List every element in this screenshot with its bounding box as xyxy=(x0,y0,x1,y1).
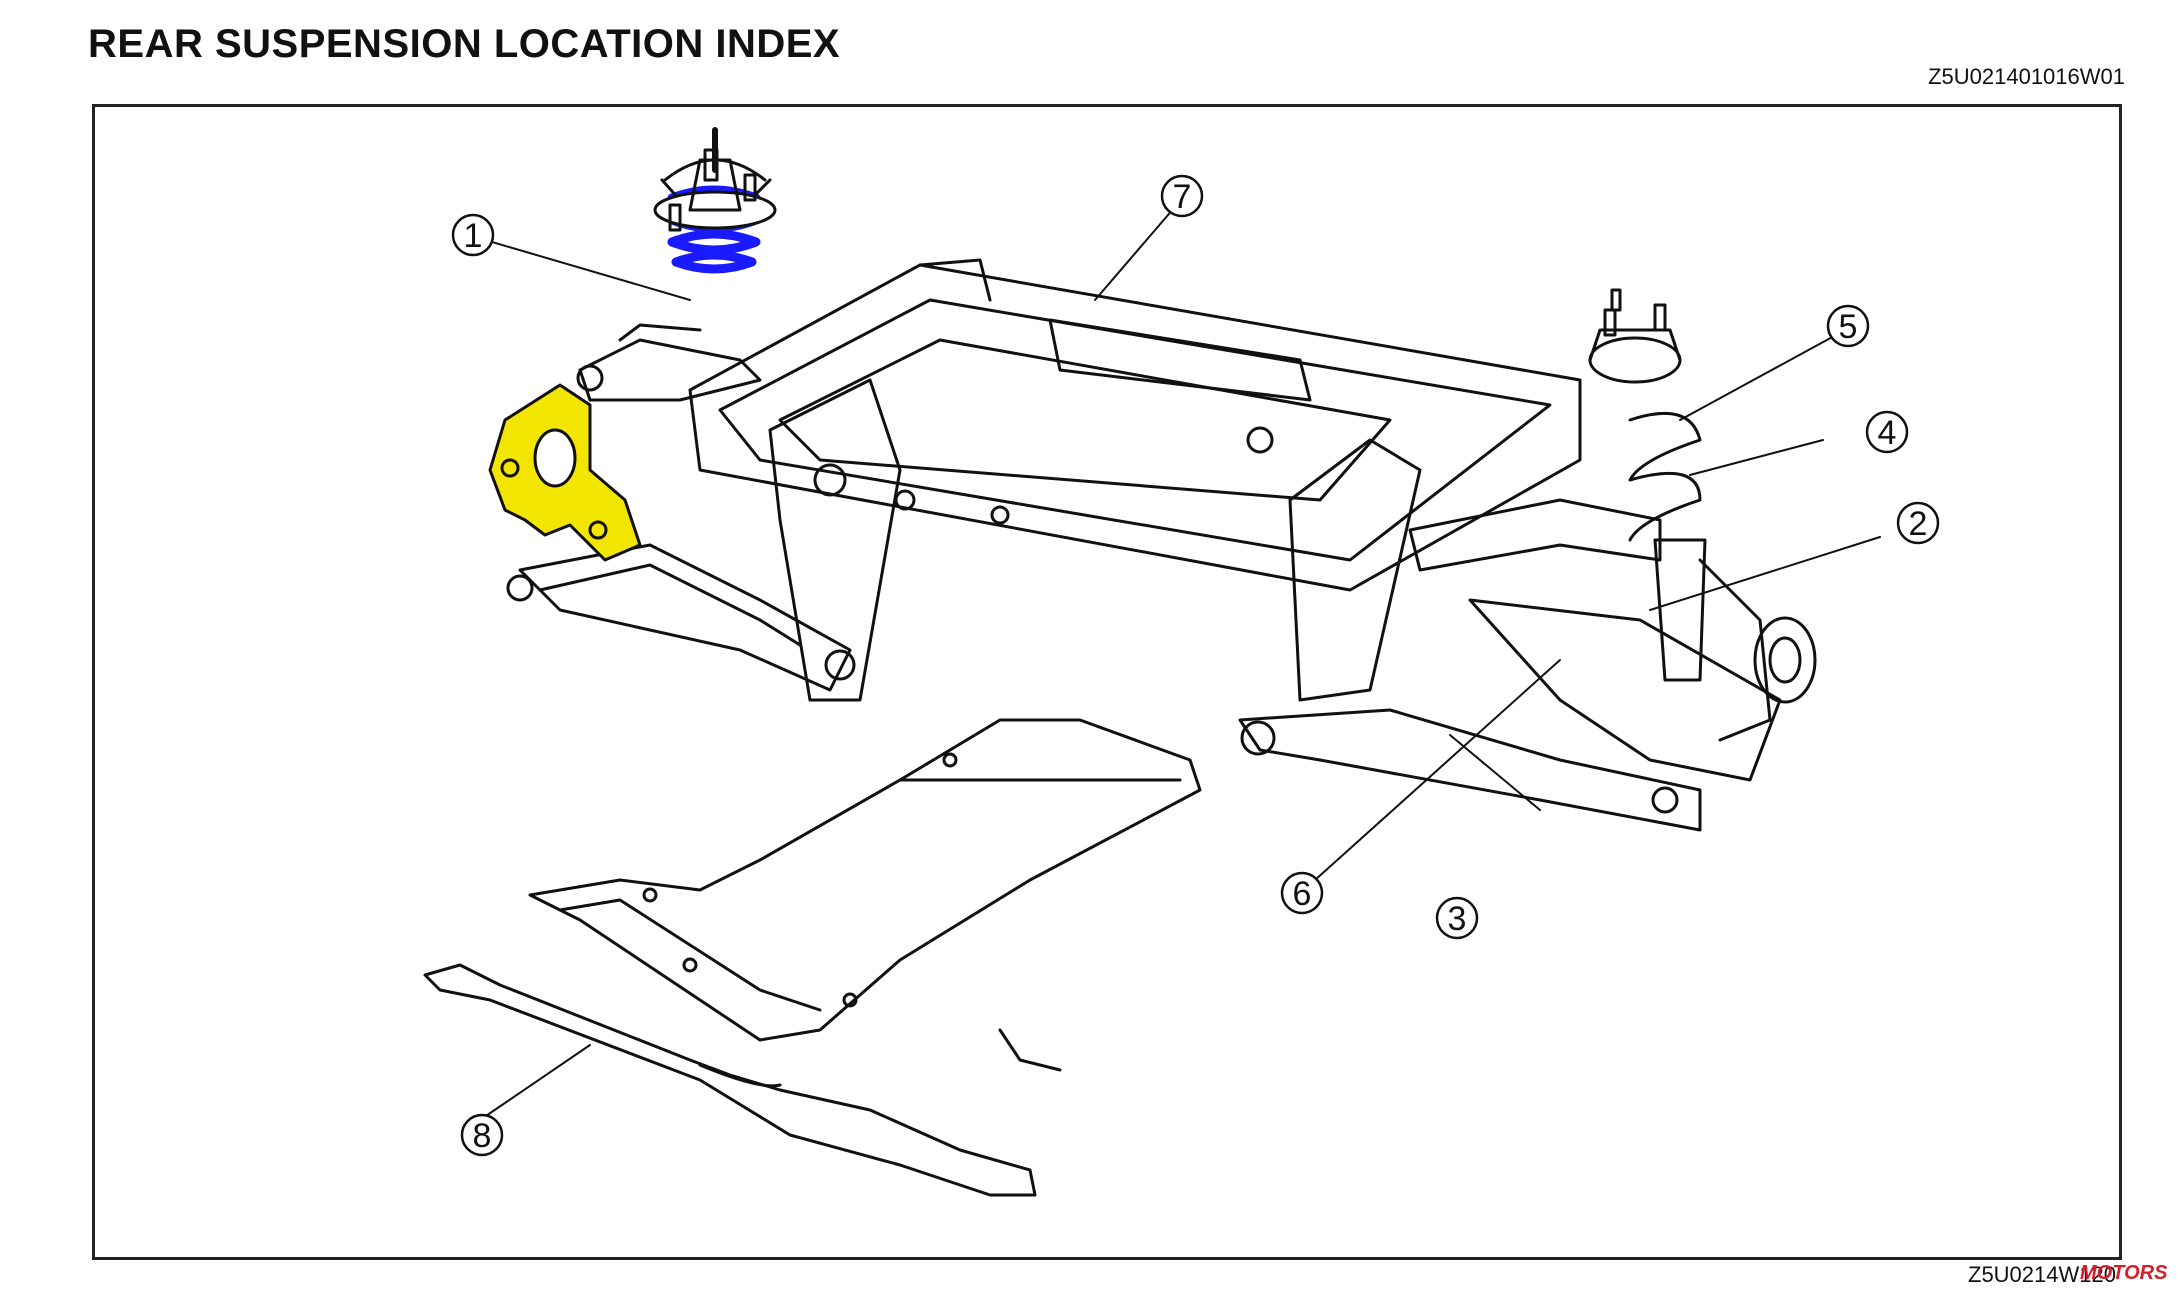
svg-text:4: 4 xyxy=(1878,414,1897,452)
strut-mount-left xyxy=(653,127,777,232)
knuckle-left xyxy=(488,383,642,562)
svg-text:8: 8 xyxy=(473,1117,492,1155)
diagram-frame xyxy=(92,104,2122,1260)
page-title: REAR SUSPENSION LOCATION INDEX xyxy=(88,22,841,66)
callout-8: 8 xyxy=(460,1113,504,1157)
upper-arm-right xyxy=(1408,498,1662,572)
callout-2: 2 xyxy=(1896,501,1940,545)
lower-arm-left xyxy=(506,543,856,692)
svg-text:5: 5 xyxy=(1839,308,1858,346)
callout-4: 4 xyxy=(1865,410,1909,454)
callout-markers: 1 7 5 4 2 6 3 8 xyxy=(451,174,1940,1157)
lower-arm-right xyxy=(1238,598,1782,832)
watermark-logo: MOTORS xyxy=(2080,1262,2168,1284)
callout-3: 3 xyxy=(1435,896,1479,940)
leader-lines xyxy=(479,207,1881,1121)
hub-right xyxy=(1698,558,1817,742)
crossmember-lower xyxy=(528,718,1202,1072)
shock-absorber-right xyxy=(1588,288,1707,682)
callout-7: 7 xyxy=(1160,174,1204,218)
svg-text:2: 2 xyxy=(1909,505,1928,543)
tie-bar xyxy=(423,963,1037,1197)
callout-1: 1 xyxy=(451,213,495,257)
subframe xyxy=(688,258,1582,702)
svg-text:6: 6 xyxy=(1293,875,1312,913)
callout-6: 6 xyxy=(1280,871,1324,915)
figure-code-bottom: Z5U0214W120 xyxy=(1968,1262,2116,1287)
upper-arm-left xyxy=(576,323,762,402)
figure-code-top: Z5U021401016W01 xyxy=(1928,64,2125,89)
svg-text:1: 1 xyxy=(464,217,483,255)
svg-text:3: 3 xyxy=(1448,900,1467,938)
svg-text:7: 7 xyxy=(1173,178,1192,216)
callout-5: 5 xyxy=(1826,304,1870,348)
